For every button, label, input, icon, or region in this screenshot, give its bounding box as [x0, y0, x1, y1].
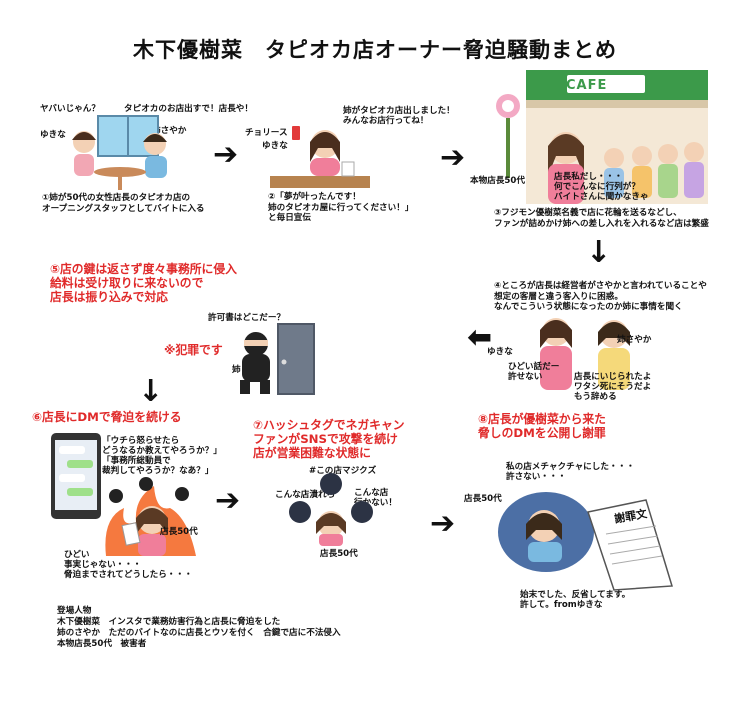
- label-manager-6: 店長50代: [160, 527, 198, 537]
- arrow-right-1: ➔: [213, 137, 239, 172]
- caption-step-6: ⑥店長にDMで脅迫を続ける: [32, 410, 182, 424]
- illustration-yukina-phone: [270, 126, 370, 188]
- label-manager-8: 店長50代: [464, 494, 502, 504]
- cafe-sign: CAFE: [566, 78, 608, 93]
- illustration-sisters-complaining: [540, 318, 630, 390]
- illustration-two-women-cafe: [72, 115, 167, 190]
- name-sayaka-1: 姉さやか: [152, 126, 187, 136]
- caption-step-4: ④ところが店長は経営者がさやかと言われていることや 想定の客層と違う客入りに困惑…: [494, 281, 707, 312]
- arrow-down-2: ↓: [138, 374, 164, 409]
- dm-threat-text: 「ウチら怒らせたら どうなるか教えてやろうか？」 「事務所総動員で 裁判してやろ…: [102, 436, 222, 476]
- caption-step-8: ⑧店長が優樹菜から来た 脅しのDMを公開し謝罪: [478, 412, 606, 440]
- legend-heading: 登場人物: [57, 606, 92, 616]
- legend-sayaka: 姉のさやか ただのバイトなのに店長とウソを付く 合鍵で店に不法侵入: [57, 628, 341, 638]
- illustration-manager-threatened: [105, 477, 196, 556]
- name-yukina-2: ゆきな: [262, 141, 288, 151]
- speech-terrible: ひどい話だー 許せない: [508, 362, 560, 382]
- name-yukina-4: ゆきな: [487, 347, 513, 357]
- caption-step-7: ⑦ハッシュタグでネガキャン ファンがSNSで攻撃を続け 店が営業困難な状態に: [253, 418, 405, 460]
- speech-tapioca-shop: タピオカのお店出すで！店長や！: [124, 104, 253, 114]
- label-cheerios: チョリース: [245, 128, 288, 138]
- crime-note: ※犯罪です: [164, 343, 223, 357]
- speech-hashtag: #この店マジクズ: [309, 466, 377, 476]
- speech-why-queue: 店長私だし・・・ 何でこんなに行列が？ バイトさんに聞かなきゃ: [554, 172, 649, 202]
- name-sayaka-4: 姉さやか: [617, 335, 652, 345]
- arrow-right-3: ➔: [215, 483, 241, 518]
- label-sister-5: 姉: [232, 365, 241, 375]
- speech-not-true: ひどい 事実じゃない・・・ 脅迫までされてどうしたら・・・: [64, 550, 193, 580]
- caption-step-5: ⑤店の鍵は返さず度々事務所に侵入 給料は受け取りに来ないので 店長は振り込みで対…: [50, 262, 237, 304]
- illustration-intruder-door: [240, 323, 315, 395]
- speech-permit: 許可書はどこだー？: [208, 313, 286, 323]
- name-yukina-1: ゆきな: [40, 130, 66, 140]
- speech-yabai: ヤバいじゃん？: [40, 104, 100, 114]
- speech-never-forgive: 私の店メチャクチャにした・・・ 許さない・・・: [506, 462, 635, 482]
- speech-wont-go: こんな店 行かない！: [354, 488, 397, 508]
- arrow-down-1: ↓: [586, 235, 612, 270]
- illustration-sns-attackers: [289, 473, 373, 546]
- arrow-right-4: ➔: [430, 506, 456, 541]
- arrow-left-1: ⬅: [467, 320, 493, 355]
- caption-step-1: ①姉が50代の女性店長のタピオカ店の オープニングスタッフとしてバイトに入る: [42, 193, 205, 214]
- label-real-manager: 本物店長50代: [470, 176, 525, 186]
- speech-quit: 店長にいじられたよ ワタシ死にそうだよ もう辞める: [574, 372, 652, 402]
- legend-yukina: 木下優樹菜 インスタで業務妨害行為と店長に脅迫をした: [57, 617, 281, 627]
- caption-step-2: ②「夢が叶ったんです！ 姉のタピオカ屋に行ってください！」 と毎日宣伝: [268, 192, 414, 223]
- page-title: 木下優樹菜 タピオカ店オーナー脅迫騒動まとめ: [133, 38, 617, 62]
- caption-step-3: ③フジモン優樹菜名義で店に花輪を送るなどし、 ファンが詰めかけ姉への差し入れを入…: [494, 208, 709, 229]
- label-manager-7: 店長50代: [320, 549, 358, 559]
- speech-shut-down: こんな店潰れろ: [275, 490, 336, 500]
- arrow-right-2: ➔: [440, 140, 466, 175]
- speech-tapioca-opened: 姉がタピオカ店出しました！ みんなお店行ってね！: [343, 106, 455, 126]
- illustration-manager-apology-letter: [498, 492, 673, 591]
- legend-manager: 本物店長50代 被害者: [57, 639, 147, 649]
- illustration-cafe-line: [496, 70, 708, 204]
- apology-text: 始末でした、反省してます。 許して。fromゆきな: [520, 590, 631, 610]
- illustration-phone-dm: [51, 433, 101, 519]
